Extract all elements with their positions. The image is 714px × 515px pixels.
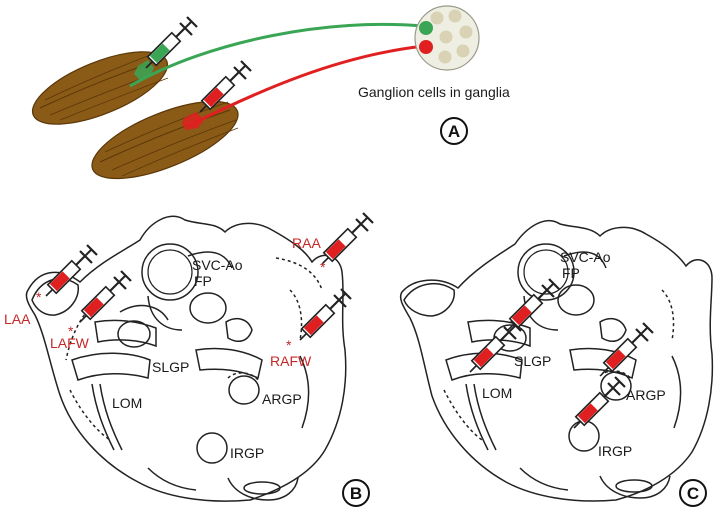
svg-text:C: C: [687, 484, 699, 503]
panel-letter-c: C: [679, 479, 707, 507]
panel-letter-b: B: [342, 479, 370, 507]
syringe-argp-icon: [600, 321, 655, 376]
svg-text:A: A: [448, 122, 460, 141]
label-argp-b: ARGP: [262, 391, 302, 407]
label-lafw: LAFW: [50, 335, 90, 351]
label-lom-b: LOM: [112, 395, 142, 411]
asterisk-rafw: *: [286, 337, 292, 353]
label-irgp-b: IRGP: [230, 445, 264, 461]
panel-b: [25, 215, 347, 502]
label-svc-ao-c: SVC-Ao: [560, 249, 611, 265]
label-rafw: RAFW: [270, 353, 312, 369]
syringe-raa-icon: [320, 211, 375, 266]
heart-outline-c: [399, 219, 714, 502]
panel-c: [399, 219, 714, 502]
label-raa: RAA: [292, 235, 321, 251]
panel-a: Ganglion cells in ganglia A: [31, 5, 510, 180]
red-injection-spot: [182, 112, 204, 130]
label-lom-c: LOM: [482, 385, 512, 401]
red-labeled-cell: [419, 40, 433, 54]
syringe-laa-icon: [44, 243, 99, 298]
asterisk-lafw: *: [68, 323, 74, 339]
label-laa: LAA: [4, 311, 31, 327]
label-fp-c: FP: [562, 265, 580, 281]
heart-outline-b: [25, 215, 347, 502]
red-tracer-path: [187, 44, 426, 128]
asterisk-laa: *: [36, 289, 42, 305]
label-slgp-b: SLGP: [152, 359, 189, 375]
asterisk-raa: *: [320, 259, 326, 275]
syringe-slgp-icon: [506, 277, 561, 332]
label-fp-b: FP: [194, 273, 212, 289]
syringe-lafw-icon: [78, 269, 133, 324]
svg-text:B: B: [350, 484, 362, 503]
ganglion-caption: Ganglion cells in ganglia: [358, 84, 510, 100]
label-svc-ao-b: SVC-Ao: [192, 257, 243, 273]
green-syringe-icon: [144, 15, 199, 70]
green-tracer-path: [129, 22, 423, 88]
green-labeled-cell: [419, 21, 433, 35]
label-slgp-c: SLGP: [514, 353, 551, 369]
syringe-irgp-icon: [572, 375, 627, 430]
label-irgp-c: IRGP: [598, 443, 632, 459]
panel-letter-a: A: [440, 117, 468, 145]
label-argp-c: ARGP: [626, 387, 666, 403]
ganglion: [414, 5, 480, 71]
